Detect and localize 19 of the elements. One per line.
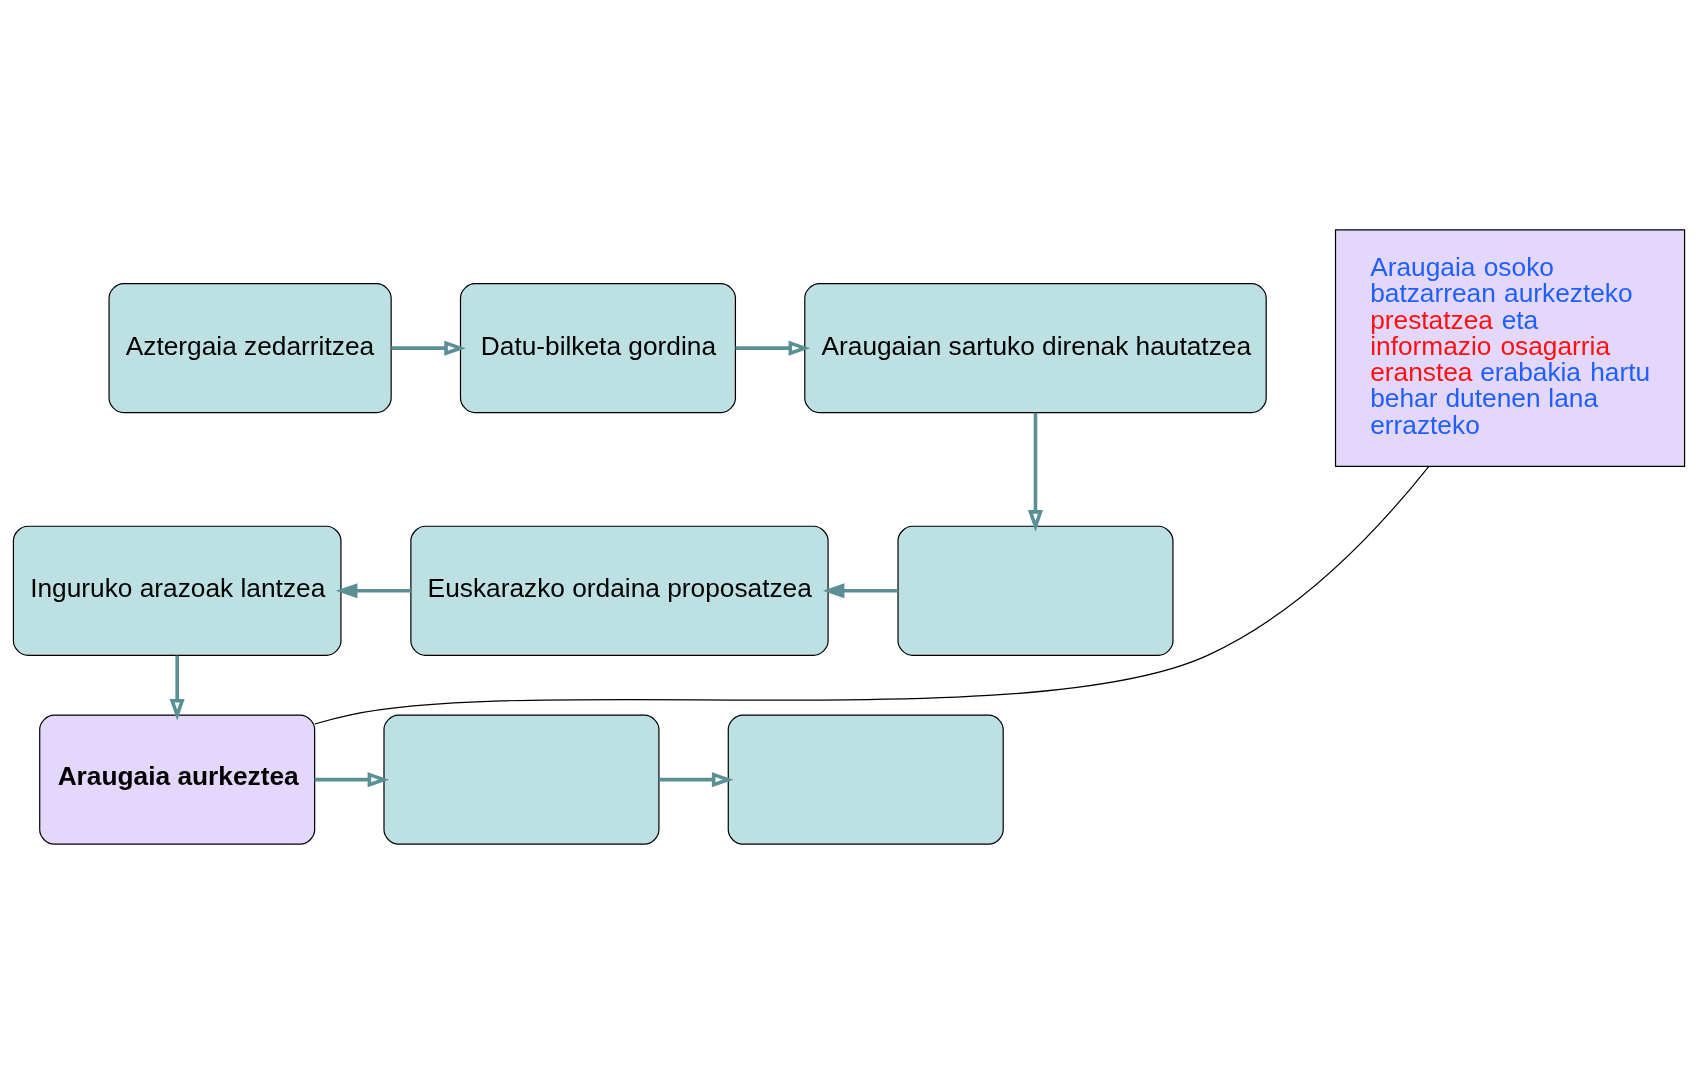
node-box: Araugaia aurkeztea [39, 714, 316, 845]
node-box: Inguruko arazoak lantzea [12, 525, 342, 656]
node-box: Datu-bilketa gordina [459, 282, 737, 413]
arrow [314, 771, 390, 787]
arrow [335, 582, 411, 598]
arrow [658, 771, 734, 787]
node-box: Araugaian sartuko direnak hautatzea [804, 282, 1267, 413]
arrow [1027, 412, 1044, 532]
node-box [897, 525, 1174, 656]
node-box: Araugaia osoko batzarrean aurkezteko prestatzea eta informazio osagarria eranstea erabakia hartu behar dutenen lana errazteko [1334, 228, 1686, 467]
arrow [735, 340, 811, 356]
arrow [822, 582, 898, 598]
arrow [169, 655, 185, 721]
node-box [383, 714, 660, 845]
node-box: Euskarazko ordaina proposatzea [410, 525, 829, 656]
node-box [727, 714, 1004, 845]
connector [314, 465, 1430, 725]
node-box: Aztergaia zedarritzea [108, 282, 392, 413]
arrow [391, 340, 466, 356]
